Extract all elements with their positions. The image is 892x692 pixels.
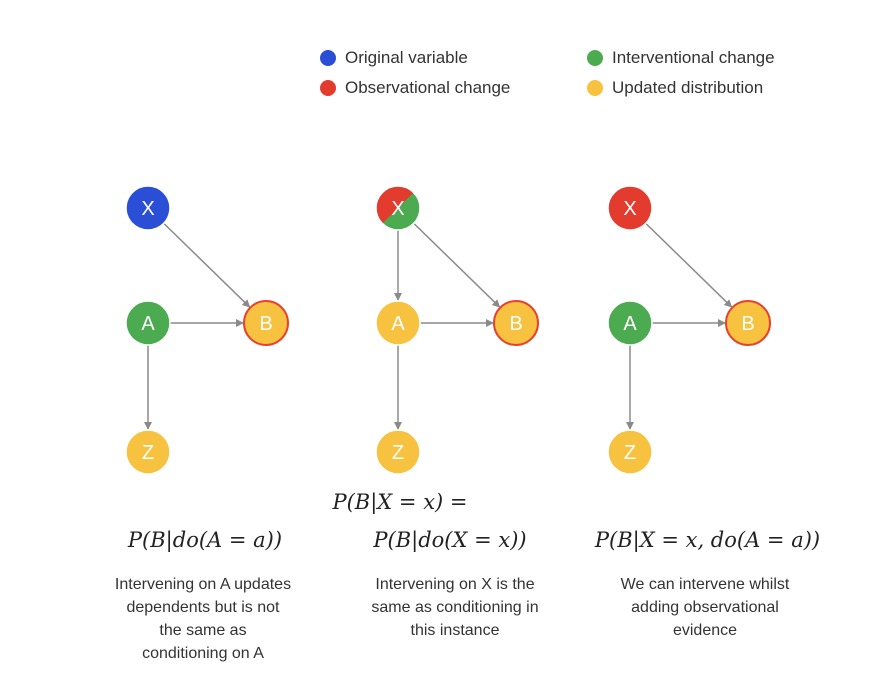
panel-3-formula: P(B|X = x, do(A = a)): [594, 528, 821, 552]
graph-panel-1: X A B Z: [125, 185, 289, 475]
node-X: X: [375, 185, 421, 231]
node-label-B: B: [509, 313, 522, 335]
node-A: A: [375, 300, 421, 346]
node-B: B: [493, 300, 539, 346]
legend-label-original: Original variable: [345, 48, 468, 67]
panel-1-caption-line: Intervening on A updates: [114, 576, 292, 593]
legend-label-observational: Observational change: [345, 78, 511, 97]
panel-3-caption-line: evidence: [672, 622, 738, 639]
panel-2-caption: Intervening on X is the same as conditio…: [335, 573, 575, 642]
legend-dot-original: [320, 50, 336, 66]
node-label-Z: Z: [142, 442, 154, 464]
panel-1-caption: Intervening on A updates dependents but …: [80, 573, 326, 665]
node-label-Z: Z: [624, 442, 636, 464]
node-X: X: [607, 185, 653, 231]
legend-dot-interventional: [587, 50, 603, 66]
node-A: A: [125, 300, 171, 346]
legend-original-variable: Original variable: [320, 48, 468, 68]
panel-3-caption-line: We can intervene whilst: [620, 576, 790, 593]
node-label-X: X: [623, 198, 636, 220]
node-Z: Z: [125, 429, 171, 475]
legend-dot-observational: [320, 80, 336, 96]
node-label-Z: Z: [392, 442, 404, 464]
edge-X-B: [413, 222, 501, 308]
node-label-A: A: [623, 313, 637, 335]
node-label-X: X: [141, 198, 154, 220]
panel-2-formula-line2: P(B|do(X = x)): [373, 528, 527, 552]
panel-3-caption: We can intervene whilst adding observati…: [585, 573, 825, 642]
panel-1-formula: P(B|do(A = a)): [127, 528, 283, 552]
legend-observational-change: Observational change: [320, 78, 510, 98]
panel-2-caption-line: this instance: [410, 622, 500, 639]
legend-interventional-change: Interventional change: [587, 48, 775, 68]
node-Z: Z: [607, 429, 653, 475]
node-Z: Z: [375, 429, 421, 475]
panel-1-caption-line: the same as: [159, 622, 247, 639]
graph-panel-2: X A B Z: [375, 185, 539, 475]
panel-2-formula-line1: P(B|X = x) =: [332, 490, 468, 514]
graph-panel-3: X A B Z: [607, 185, 771, 475]
node-label-X: X: [391, 198, 404, 220]
node-label-B: B: [741, 313, 754, 335]
node-label-A: A: [391, 313, 405, 335]
node-X: X: [125, 185, 171, 231]
node-A: A: [607, 300, 653, 346]
legend-dot-updated: [587, 80, 603, 96]
edge-X-B: [645, 222, 733, 308]
edge-X-B: [163, 222, 251, 308]
panel-2-caption-line: same as conditioning in: [371, 599, 539, 616]
node-label-B: B: [259, 313, 272, 335]
node-B: B: [725, 300, 771, 346]
node-label-A: A: [141, 313, 155, 335]
node-B: B: [243, 300, 289, 346]
legend-updated-distribution: Updated distribution: [587, 78, 763, 98]
panel-2-caption-line: Intervening on X is the: [375, 576, 535, 593]
panel-1-caption-line: dependents but is not: [126, 599, 280, 616]
panel-1-caption-line: conditioning on A: [142, 645, 264, 662]
legend-label-updated: Updated distribution: [612, 78, 764, 97]
legend-label-interventional: Interventional change: [612, 48, 775, 67]
panel-3-caption-line: adding observational: [631, 599, 779, 616]
